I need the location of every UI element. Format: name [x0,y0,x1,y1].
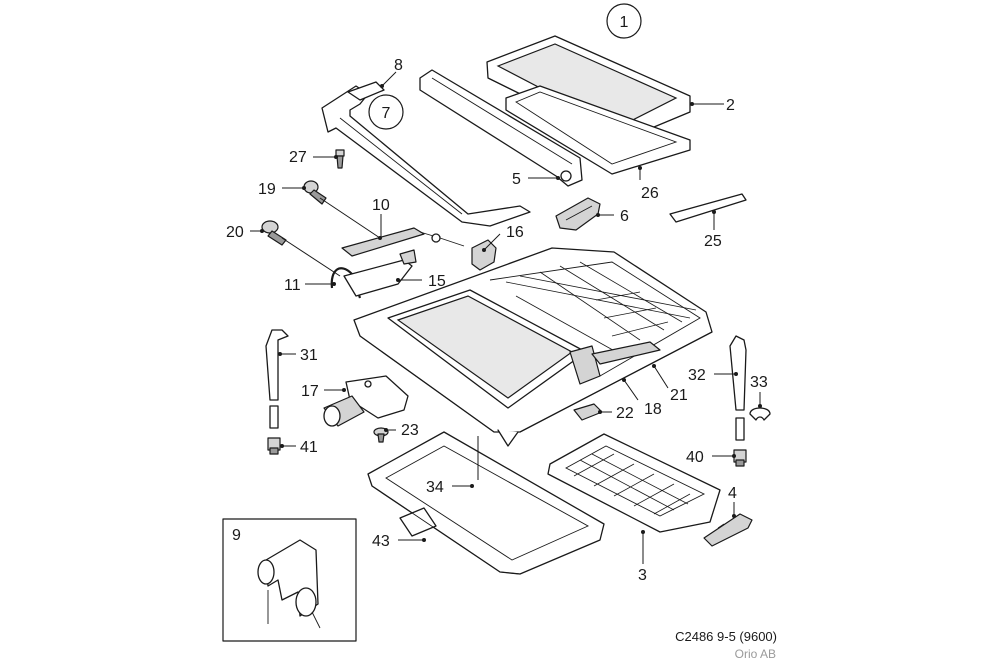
callout-32: 32 [688,367,706,384]
callout-27: 27 [289,149,307,166]
callout-7: 7 [382,105,391,122]
callout-19: 19 [258,181,276,198]
callout-1-circle [606,3,642,39]
part-25-wind-deflector-bar [669,193,747,223]
part-15-slide-piece [343,249,417,297]
callout-6: 6 [620,208,629,225]
callout-11: 11 [284,277,301,294]
copyright-notice: Orio AB [735,647,776,661]
callout-18: 18 [644,401,662,418]
part-6-rail-clip [555,197,601,231]
part-32-drain-hose-right [729,335,747,441]
callout-2: 2 [726,97,735,114]
callout-22: 22 [616,405,634,422]
callout-33: 33 [750,374,768,391]
callout-21: 21 [670,387,688,404]
part-43-lower-frame [367,431,605,575]
part-19-bolt [303,180,327,205]
part-18-main-frame [353,247,713,447]
diagram-code: C2486 9-5 (9600) [675,629,777,644]
callout-41: 41 [300,439,318,456]
part-31-drain-hose-left [265,329,289,429]
callout-17: 17 [301,383,319,400]
part-33-clip [749,407,771,421]
leader-lines [250,71,762,564]
callout-15: 15 [428,273,446,290]
callout-16: 16 [506,224,524,241]
callout-10: 10 [372,197,390,214]
callout-7-circle [368,94,404,130]
part-26-glass-seal-frame [505,85,691,175]
callout-23: 23 [401,422,419,439]
part-16-bracket [471,239,497,271]
part-41-hose-nipple [267,437,281,455]
part-17-motor [323,375,409,427]
callout-5: 5 [512,171,521,188]
callout-43: 43 [372,533,390,550]
callout-25: 25 [704,233,722,250]
callout-40: 40 [686,449,704,466]
part-8-front-frame-arm [321,81,531,227]
part-22-pad [573,403,603,421]
part-10-drive-mechanism [341,227,465,257]
callout-26: 26 [641,185,659,202]
part-3-sunshade-panel [547,433,721,533]
callout-3: 3 [638,567,647,584]
part-20-bolt [261,220,287,246]
callout-20: 20 [226,224,244,241]
callout-34: 34 [426,479,444,496]
part-5-guide-rail [419,69,583,187]
callout-31: 31 [300,347,318,364]
part-27-screw [335,149,345,169]
callout-8: 8 [394,57,403,74]
inset-box-part-9 [222,518,357,642]
callout-4: 4 [728,485,737,502]
callout-9: 9 [232,527,241,544]
callout-1: 1 [620,14,629,31]
part-40-hose-nipple [733,449,747,467]
